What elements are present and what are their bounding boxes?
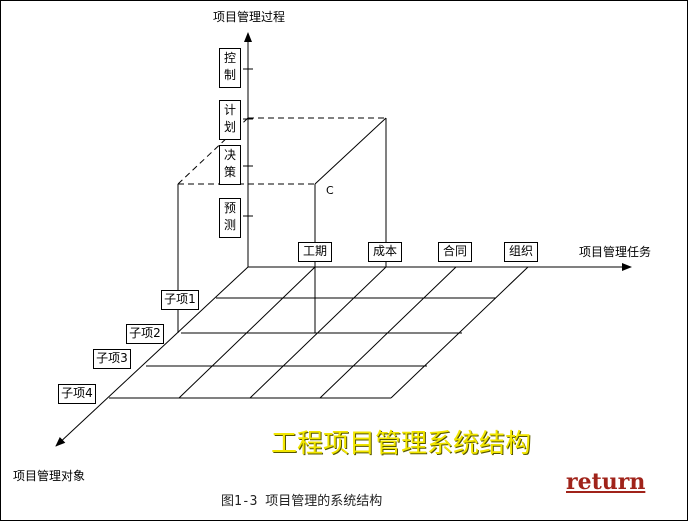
process-ticks (243, 68, 253, 217)
task-axis-label: 项目管理任务 (579, 245, 652, 259)
object-axis-label: 项目管理对象 (13, 469, 86, 483)
process-item-forecast: 预测 (219, 198, 241, 238)
base-grid (109, 266, 529, 399)
figure-caption: 图1-3 项目管理的系统结构 (221, 494, 383, 509)
task-item-organization: 组织 (504, 242, 538, 262)
object-item-4: 子项4 (58, 384, 96, 404)
task-item-duration: 工期 (298, 242, 332, 262)
process-item-plan: 计划 (219, 100, 241, 140)
object-item-2: 子项2 (126, 324, 164, 344)
object-item-3: 子项3 (93, 349, 131, 369)
corner-label: C (326, 184, 334, 197)
process-item-control: 控制 (219, 48, 241, 88)
return-link[interactable]: return (566, 469, 646, 495)
object-item-1: 子项1 (161, 290, 199, 310)
object-axis (55, 266, 249, 447)
task-item-contract: 合同 (438, 242, 472, 262)
cube-solid (177, 117, 387, 333)
task-item-cost: 成本 (368, 242, 402, 262)
process-axis-label: 项目管理过程 (213, 10, 286, 24)
process-item-decision: 决策 (219, 145, 241, 185)
diagram-title: 工程项目管理系统结构 (271, 429, 532, 459)
cube-dashed (177, 117, 386, 185)
